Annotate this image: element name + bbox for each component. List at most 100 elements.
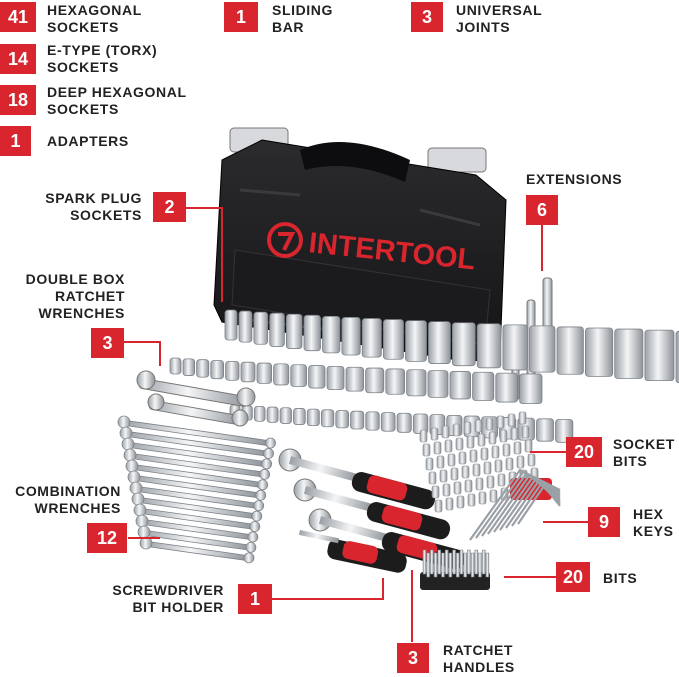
bit — [422, 549, 427, 575]
socket — [240, 361, 256, 383]
bits-label: BITS — [603, 570, 638, 586]
socket — [502, 324, 528, 371]
ratchet-handles-badge: 3 — [397, 643, 429, 673]
socket — [644, 329, 675, 382]
socket — [396, 412, 412, 433]
combination-wrench — [121, 437, 272, 470]
socket-bit — [521, 425, 530, 439]
socket-bit — [434, 499, 443, 513]
socket-bit — [516, 455, 525, 469]
socket-bit — [464, 479, 473, 493]
callout-line-hex-keys — [543, 521, 588, 523]
adapters-badge: 1 — [0, 126, 31, 156]
socket-bit — [491, 445, 500, 459]
socket-bit — [507, 413, 516, 427]
socket — [224, 309, 238, 341]
socket — [529, 325, 556, 373]
combination-wrench — [125, 459, 269, 491]
bits-badge: 20 — [556, 562, 590, 592]
bit — [474, 549, 479, 575]
callout-line-combination — [128, 537, 160, 539]
socket-bit — [489, 489, 498, 503]
socket — [585, 327, 614, 377]
socket — [335, 410, 349, 429]
socket — [269, 312, 285, 347]
intertool-logo-icon — [267, 222, 303, 258]
socket-bit — [477, 433, 486, 447]
bit — [444, 549, 449, 575]
bit — [426, 552, 430, 578]
socket-bit — [430, 427, 439, 441]
bit — [478, 552, 482, 578]
socket-bit — [431, 485, 440, 499]
bit — [485, 552, 490, 578]
bit — [463, 552, 467, 578]
socket — [182, 358, 196, 376]
bit — [459, 549, 464, 575]
hex-key — [469, 468, 561, 541]
callout-line-screwdriver-v — [382, 578, 384, 599]
combination-wrench — [131, 492, 263, 522]
socket — [341, 317, 361, 356]
hex-key — [517, 484, 561, 525]
socket — [279, 407, 292, 424]
socket-bit — [527, 453, 536, 467]
socket-bit — [486, 475, 495, 489]
socket — [345, 366, 365, 392]
sliding-bar-badge: 1 — [224, 2, 258, 32]
socket-bit — [485, 417, 494, 431]
callout-line-bits — [504, 576, 556, 578]
hex-keys-group — [469, 468, 561, 541]
torx-sockets-badge: 14 — [0, 44, 36, 74]
socket — [365, 367, 385, 394]
socket-bit — [455, 437, 464, 451]
combination-badge: 12 — [87, 523, 127, 553]
socket — [428, 321, 451, 364]
adapters-label: ADAPTERS — [47, 133, 129, 149]
socket — [361, 318, 382, 358]
combination-wrench — [123, 448, 271, 480]
torx-sockets-label: E-TYPE (TORX)SOCKETS — [47, 42, 158, 75]
socket — [320, 409, 335, 428]
hex-keys-badge: 9 — [588, 507, 620, 537]
ratchet-handles — [278, 448, 466, 570]
combination-wrenches — [117, 415, 276, 564]
socket — [385, 368, 405, 395]
socket — [169, 357, 182, 375]
socket — [519, 373, 543, 405]
socket-bit — [463, 421, 472, 435]
socket — [675, 330, 679, 384]
socket — [380, 412, 396, 432]
combination-wrench — [133, 503, 261, 532]
socket-bit — [499, 429, 508, 443]
socket-bits-badge: 20 — [566, 437, 602, 467]
bit — [437, 549, 442, 575]
socket — [196, 359, 210, 378]
socket — [266, 406, 279, 423]
combination-wrench — [117, 415, 276, 449]
socket-bit — [510, 427, 519, 441]
socket — [382, 319, 404, 360]
socket — [273, 363, 290, 386]
bits-group — [420, 549, 490, 590]
socket — [293, 408, 306, 425]
combination-wrench — [129, 481, 265, 512]
socket-bit — [496, 415, 505, 429]
socket-bit — [441, 425, 450, 439]
socket-bit — [505, 457, 514, 471]
screwdriver-holder-badge: 1 — [238, 584, 272, 614]
socket — [306, 408, 320, 427]
combination-wrench — [135, 514, 259, 543]
socket-bit — [445, 497, 454, 511]
socket-bit — [483, 461, 492, 475]
socket-bit — [458, 451, 467, 465]
